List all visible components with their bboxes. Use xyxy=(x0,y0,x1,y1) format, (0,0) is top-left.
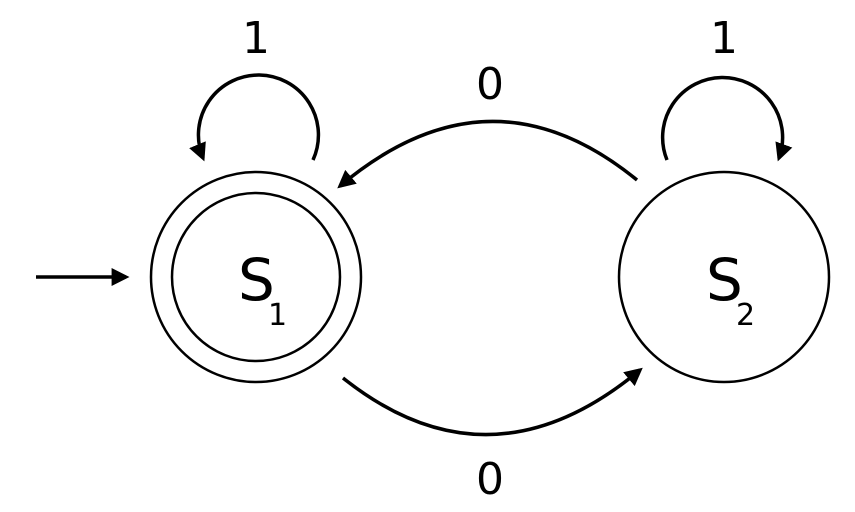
transition-s2-s2 xyxy=(660,75,793,162)
state-s1-name: S xyxy=(238,246,275,314)
state-s2-circle xyxy=(617,170,831,384)
transition-s1-s2 xyxy=(341,367,643,437)
state-s1: S 1 xyxy=(149,170,363,384)
transition-s1-s2-label: 0 xyxy=(476,454,504,505)
transition-s2-s1-label: 0 xyxy=(476,59,504,110)
transition-s2-s1 xyxy=(337,119,639,189)
transition-s1-s1 xyxy=(189,73,321,162)
state-s1-inner-circle xyxy=(170,191,342,363)
state-s2-name: S xyxy=(706,246,743,314)
state-s2-subscript: 2 xyxy=(736,298,755,333)
transition-s2-s2-label: 1 xyxy=(710,13,738,64)
state-s2: S 2 xyxy=(617,170,831,384)
state-s1-outer-circle xyxy=(149,170,363,384)
transition-s1-s1-label: 1 xyxy=(242,13,270,64)
state-s1-subscript: 1 xyxy=(268,298,287,333)
